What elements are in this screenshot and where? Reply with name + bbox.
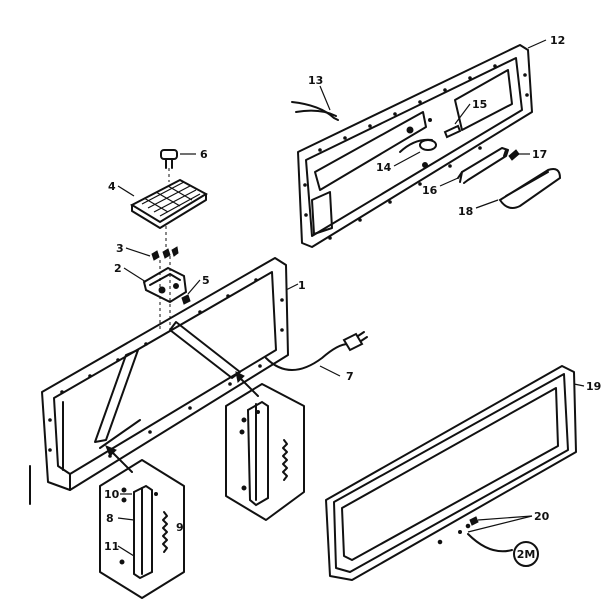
hinge-detail-right bbox=[225, 383, 305, 521]
callout-9: 9 bbox=[176, 521, 184, 534]
frame-brace-right bbox=[169, 321, 241, 379]
callout-14: 14 bbox=[376, 161, 392, 174]
callout-10: 10 bbox=[104, 488, 120, 501]
screw-part-17 bbox=[508, 149, 520, 161]
callout-3: 3 bbox=[116, 242, 124, 255]
callout-5: 5 bbox=[202, 274, 210, 287]
frame-brace-left bbox=[94, 349, 139, 443]
callout-11: 11 bbox=[104, 540, 119, 553]
door-panel-part-12 bbox=[297, 44, 533, 248]
callout-6: 6 bbox=[200, 148, 208, 161]
callout-18: 18 bbox=[458, 205, 473, 218]
spring-icon bbox=[282, 439, 288, 481]
assembly-guide-lines bbox=[159, 168, 171, 330]
callout-15: 15 bbox=[472, 98, 487, 111]
callout-12: 12 bbox=[550, 34, 565, 47]
frame-part-1 bbox=[41, 257, 289, 491]
badge-leader bbox=[467, 533, 513, 553]
frame-rivets bbox=[48, 278, 284, 458]
callout-8: 8 bbox=[106, 512, 114, 525]
hinge-left-leader bbox=[109, 449, 133, 473]
spring-icon bbox=[162, 511, 168, 553]
bracket-part-2 bbox=[142, 266, 188, 304]
latch-part-15 bbox=[443, 124, 462, 139]
badge-text: 2M bbox=[517, 548, 536, 561]
callout-19: 19 bbox=[586, 380, 601, 393]
screws-part-20 bbox=[469, 516, 479, 526]
power-cord-part-7 bbox=[265, 331, 368, 371]
hinge-detail-left bbox=[99, 459, 185, 599]
handle-part-16 bbox=[457, 147, 509, 184]
callout-1: 1 bbox=[298, 279, 306, 292]
callout-labels: 1 2 3 4 5 6 7 8 9 10 11 12 13 14 15 16 1… bbox=[104, 34, 601, 553]
knob-part-14 bbox=[419, 139, 437, 151]
screw-part-5 bbox=[181, 294, 191, 305]
door-panel-rivets bbox=[303, 64, 529, 240]
callout-20: 20 bbox=[534, 510, 550, 523]
callout-2: 2 bbox=[114, 262, 122, 275]
badge-part-20 bbox=[513, 541, 539, 567]
callout-7: 7 bbox=[346, 370, 354, 383]
callout-17: 17 bbox=[532, 148, 547, 161]
gasket-part-19 bbox=[325, 365, 577, 581]
callout-13: 13 bbox=[308, 74, 323, 87]
screws-part-3 bbox=[151, 246, 179, 261]
callout-4: 4 bbox=[108, 180, 116, 193]
cap-part-6 bbox=[160, 149, 178, 169]
handle-cover-part-18 bbox=[498, 168, 562, 209]
callout-leaders bbox=[117, 39, 585, 557]
wire-part-13 bbox=[291, 101, 339, 121]
grille-part-4 bbox=[129, 178, 209, 229]
callout-16: 16 bbox=[422, 184, 438, 197]
